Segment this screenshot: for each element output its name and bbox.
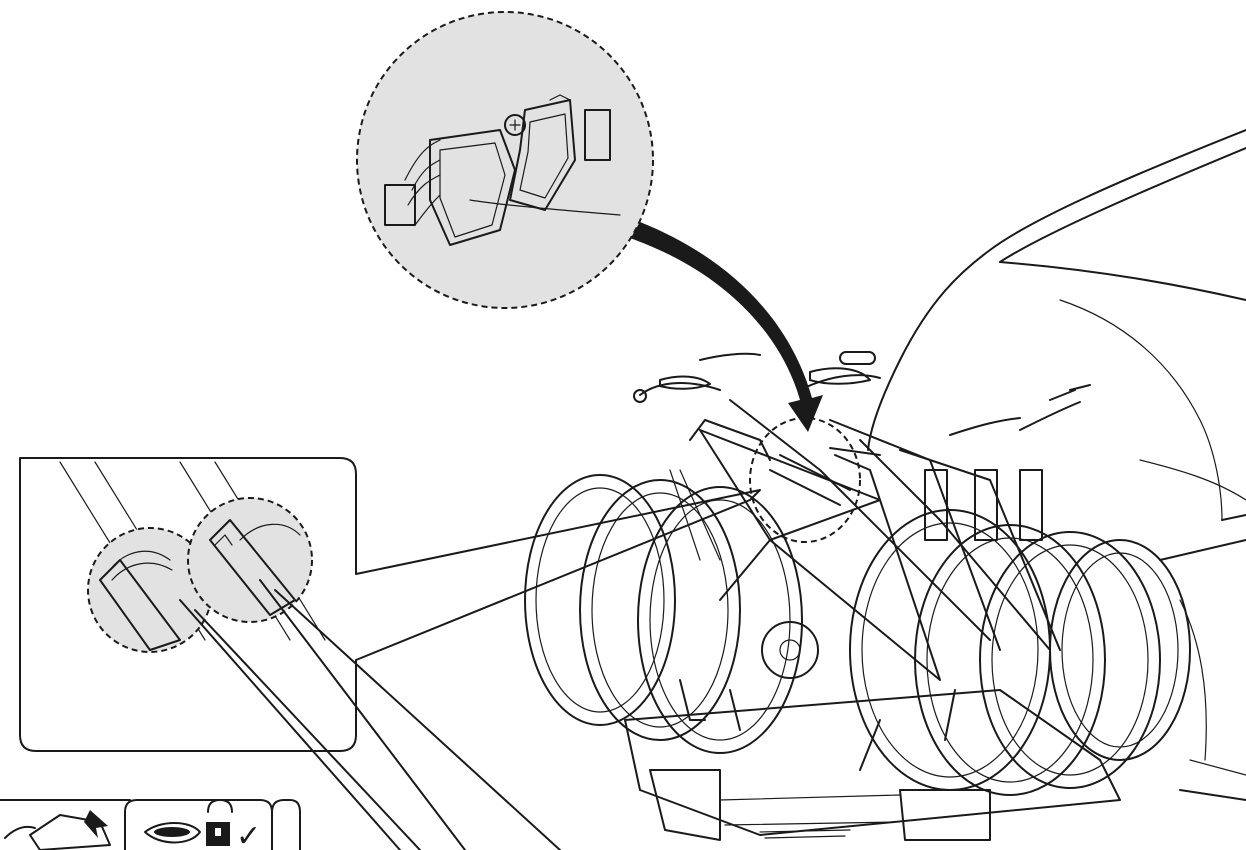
zoom-arrow-icon <box>630 222 823 432</box>
frame-clamp-locator <box>749 417 861 543</box>
car-body <box>867 129 1246 801</box>
bike-frames <box>633 351 1091 771</box>
frame-holder-callout <box>356 11 654 309</box>
padlock-unlock-icon <box>144 799 233 846</box>
checkmark-icon: ✓ <box>236 819 261 850</box>
strap-detail-right <box>187 497 313 623</box>
lock-instruction-strip: ✓ <box>0 799 301 850</box>
bike-wheels <box>524 474 1191 796</box>
frame-holder-icon <box>384 94 621 246</box>
fold-arrow-icon <box>4 825 36 839</box>
carrier-base <box>624 689 1121 841</box>
license-plate-lights <box>759 829 851 839</box>
pointer-lines <box>179 579 561 850</box>
wheel-strap-callout <box>19 457 761 752</box>
carrier-clamp-icon <box>29 810 111 850</box>
